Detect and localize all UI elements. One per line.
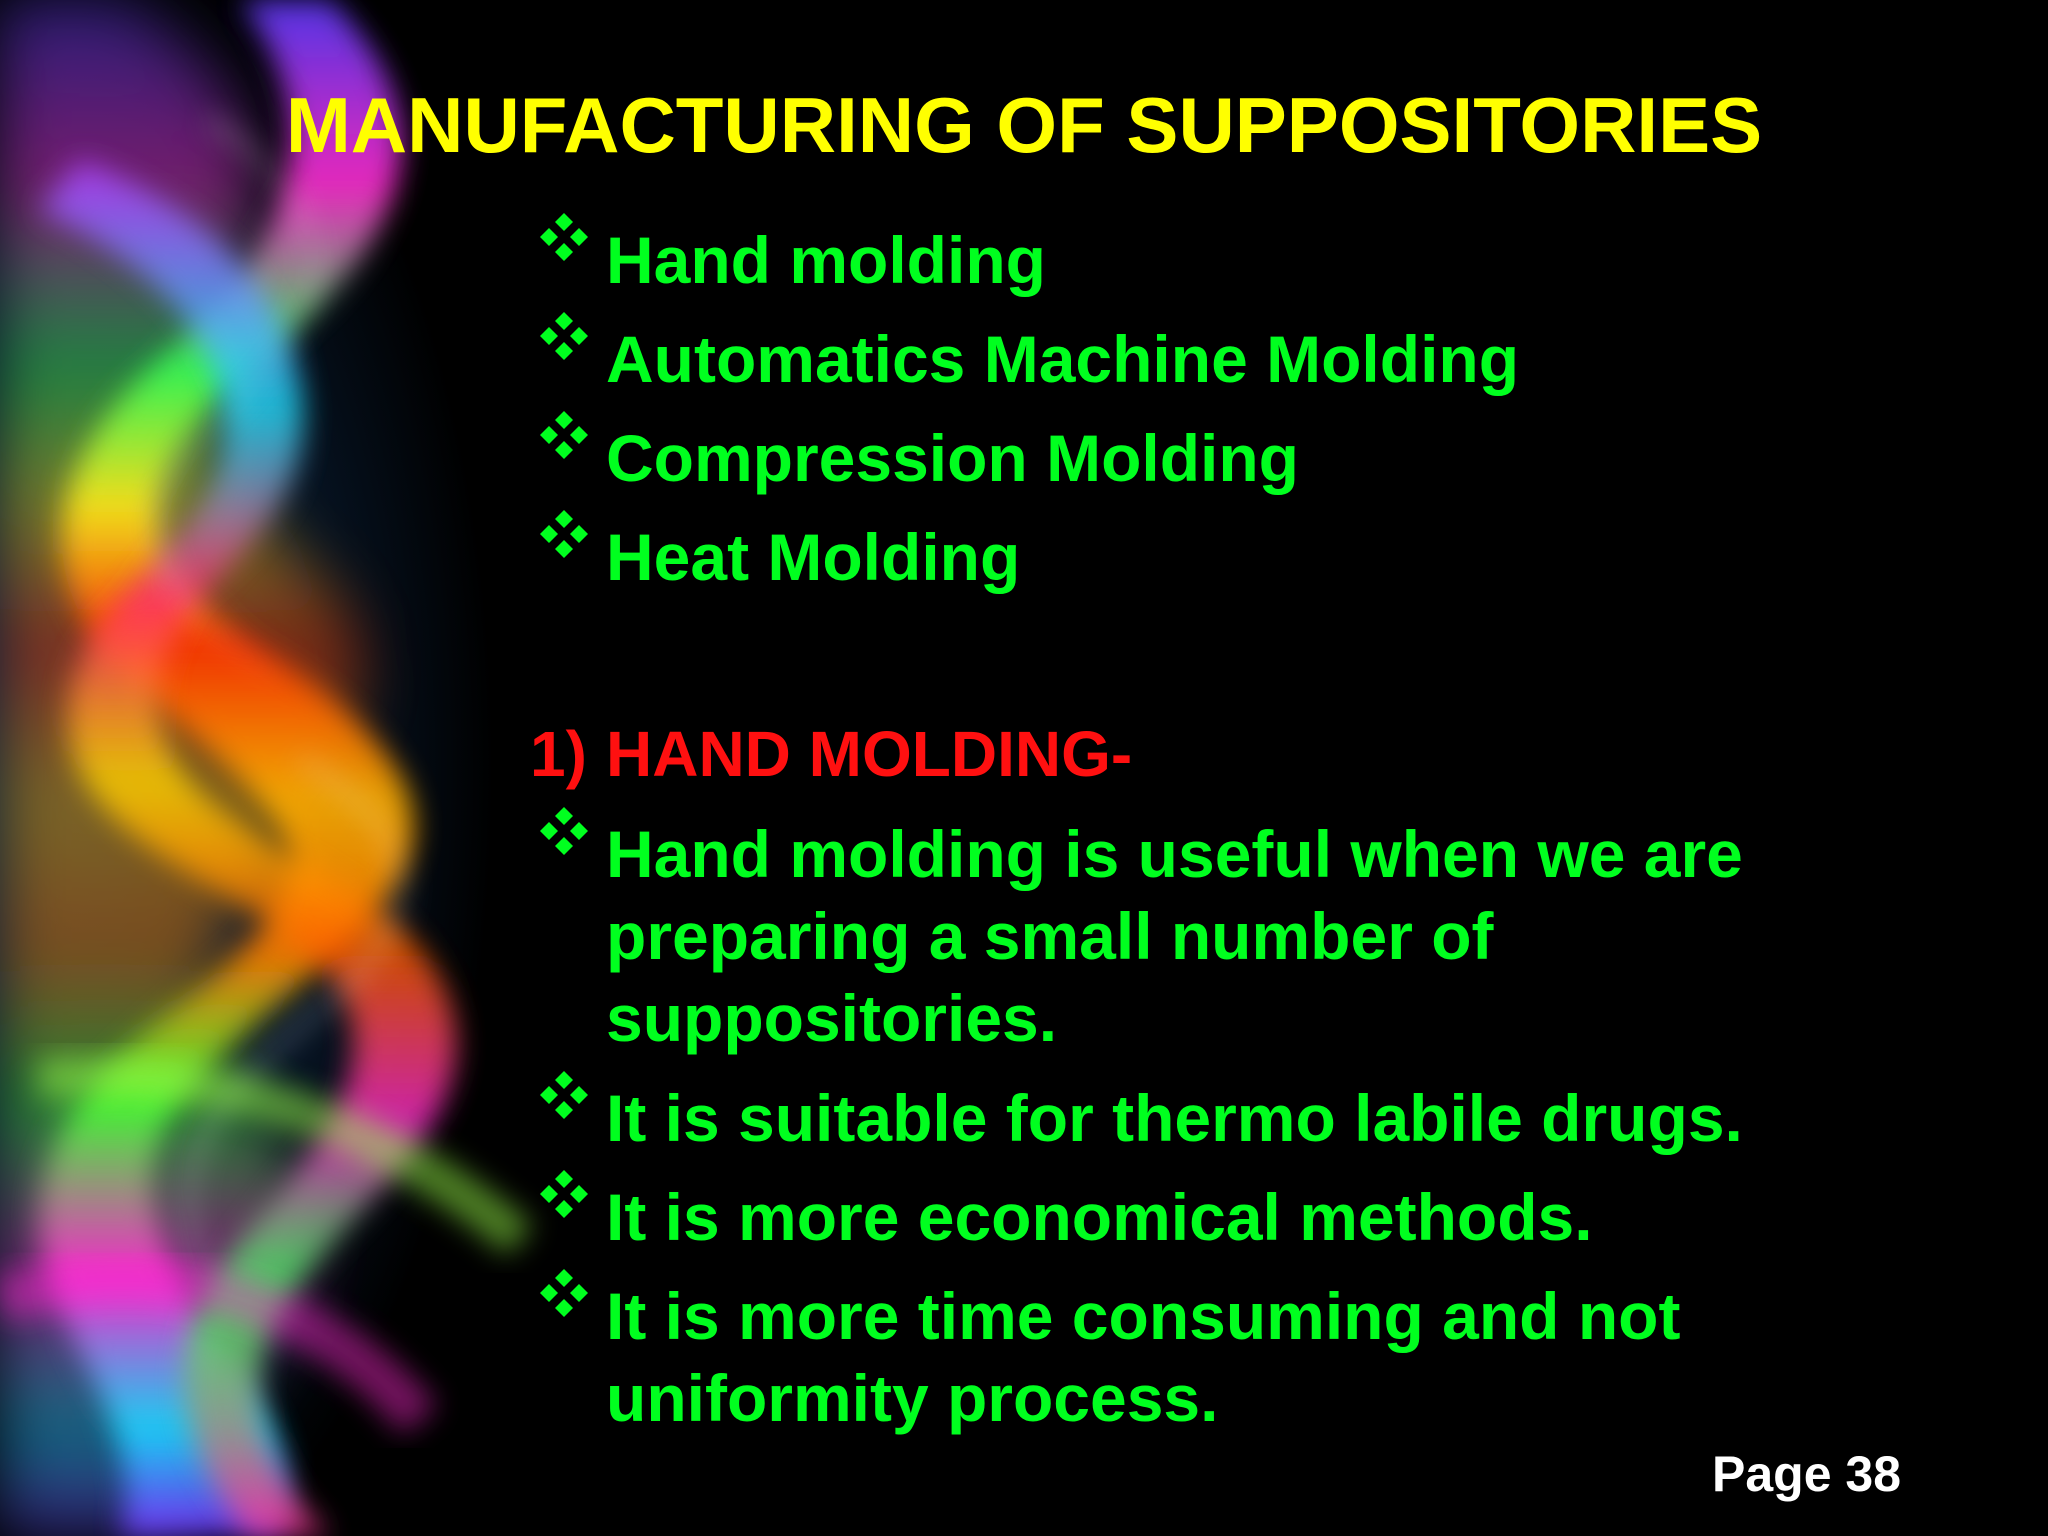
four-diamond-bullet-icon xyxy=(540,510,588,558)
section-heading: 1) HAND MOLDING- xyxy=(530,714,1132,794)
list-item-text: Compression Molding xyxy=(606,421,1299,495)
list-item-text: Automatics Machine Molding xyxy=(606,322,1520,396)
four-diamond-bullet-icon xyxy=(540,213,588,261)
list-item-text: Hand molding is useful when we are prepa… xyxy=(606,817,1743,1055)
four-diamond-bullet-icon xyxy=(540,807,588,855)
slide-title: MANUFACTURING OF SUPPOSITORIES xyxy=(285,81,1763,169)
four-diamond-bullet-icon xyxy=(540,1071,588,1119)
section-heading-text: HAND MOLDING- xyxy=(606,718,1133,790)
section-number: 1) xyxy=(530,718,587,790)
four-diamond-bullet-icon xyxy=(540,1170,588,1218)
list-item-text: It is more time consuming and not unifor… xyxy=(606,1279,1681,1435)
list-item-text: It is more economical methods. xyxy=(606,1180,1593,1254)
page-number: Page 38 xyxy=(1712,1446,1902,1502)
four-diamond-bullet-icon xyxy=(540,1269,588,1317)
four-diamond-bullet-icon xyxy=(540,411,588,459)
list-item-text: Hand molding xyxy=(606,223,1046,297)
list-item-text: It is suitable for thermo labile drugs. xyxy=(606,1081,1743,1155)
four-diamond-bullet-icon xyxy=(540,312,588,360)
list-item-text: Heat Molding xyxy=(606,520,1021,594)
